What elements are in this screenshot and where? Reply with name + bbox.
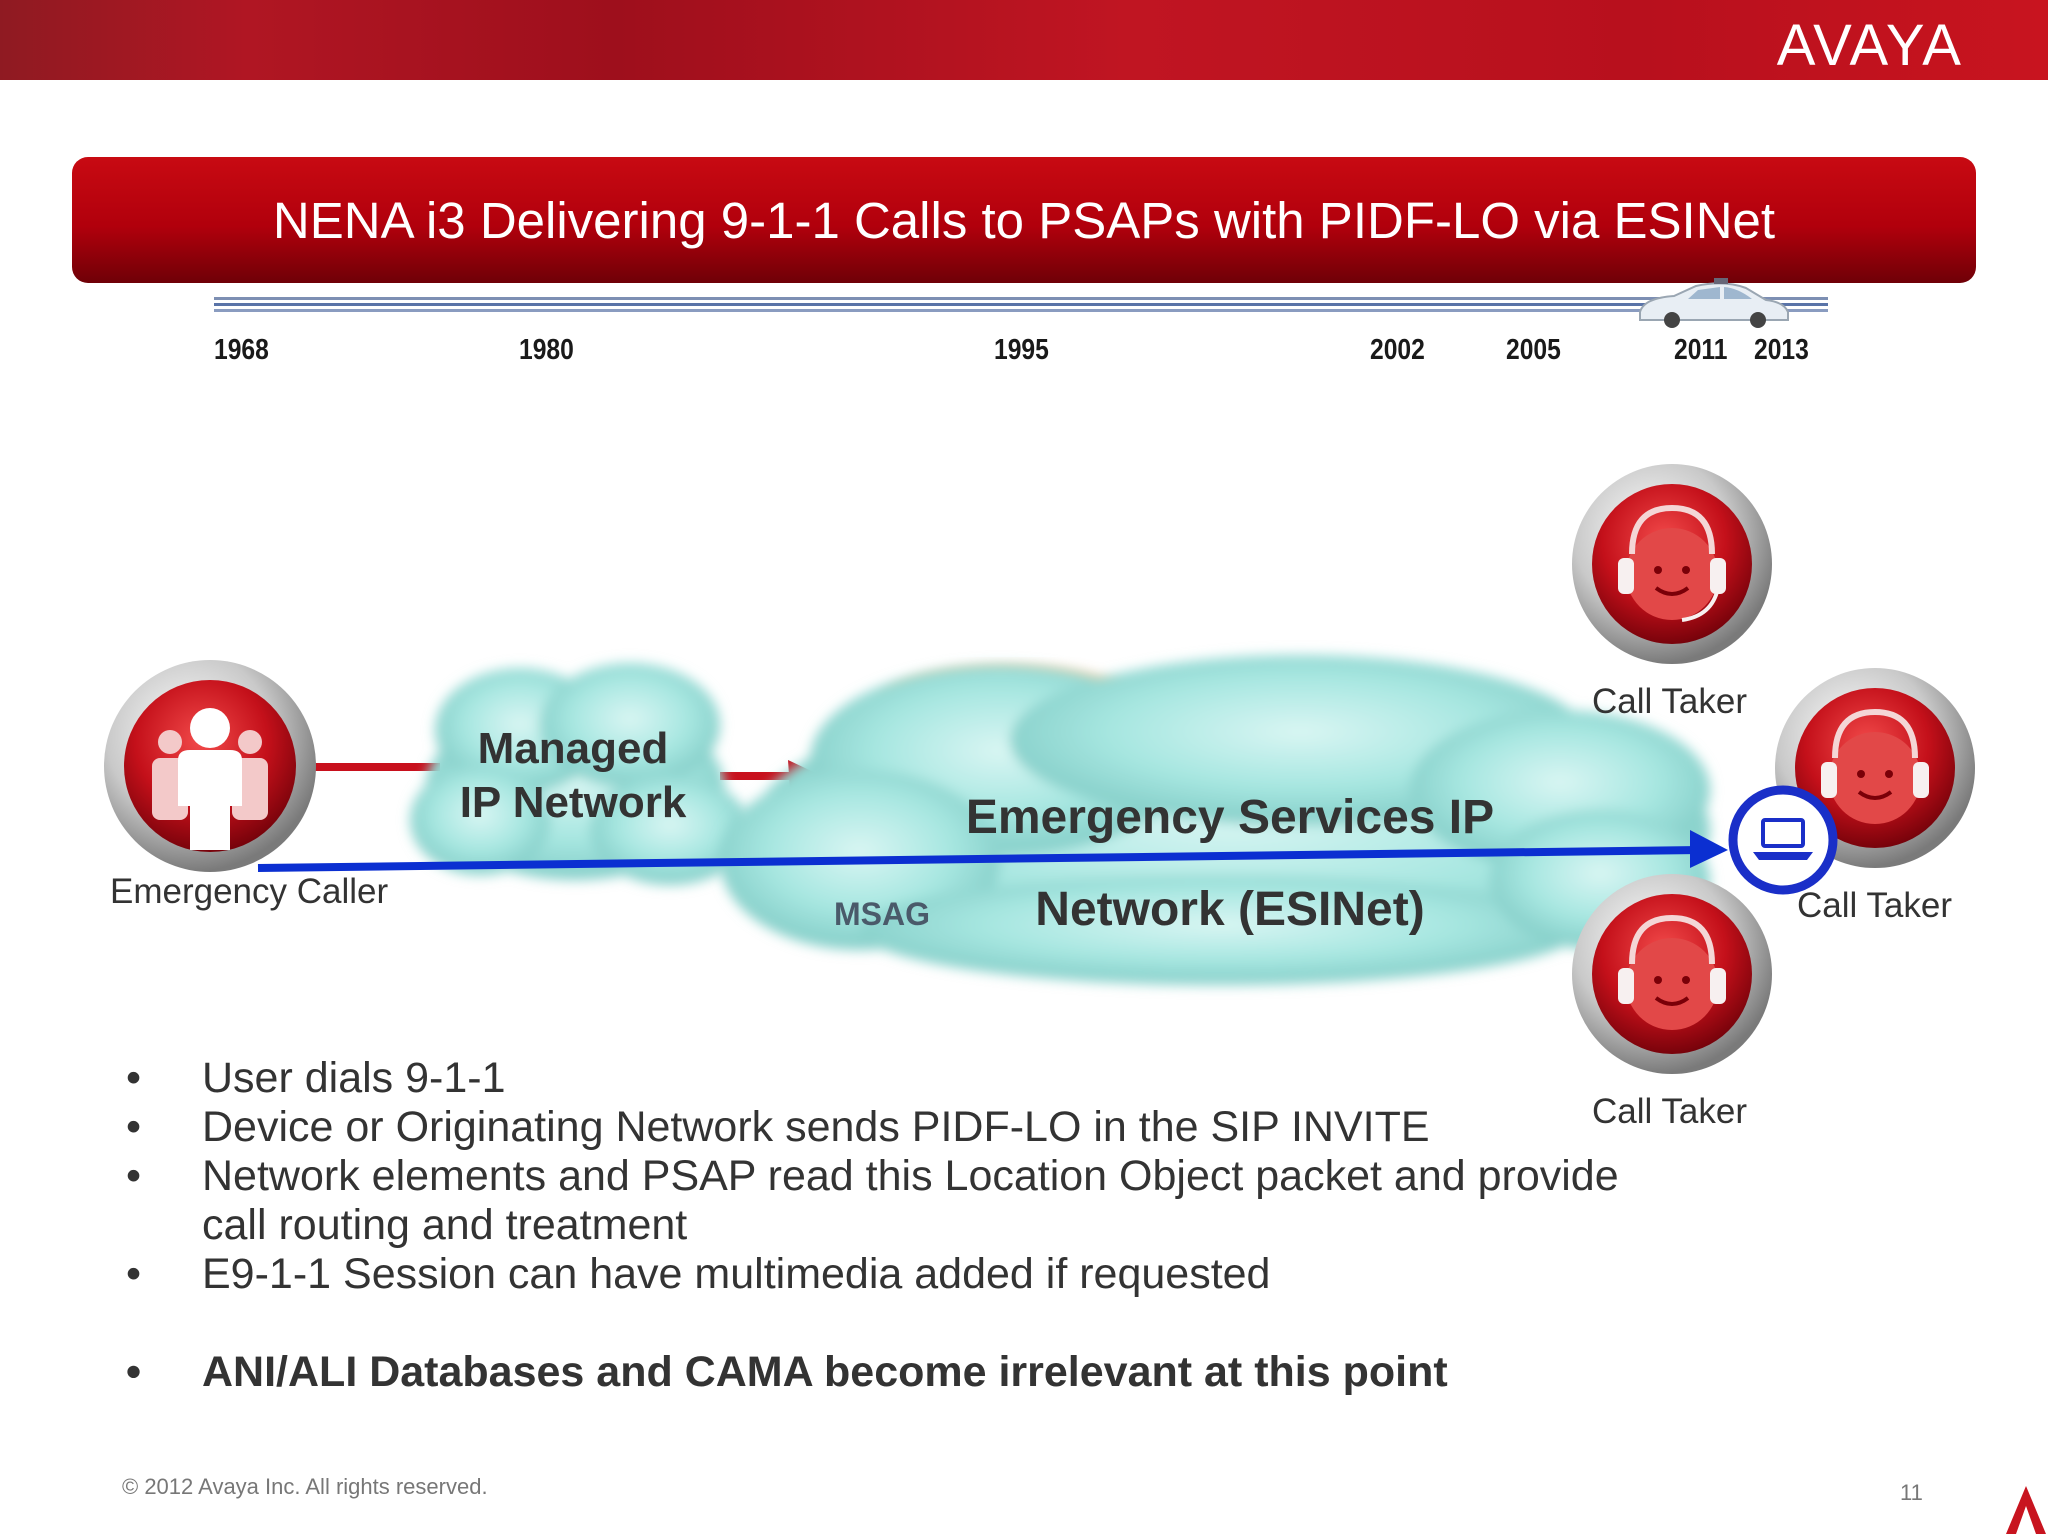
managed-ip-network-cloud xyxy=(410,663,750,885)
call-taker-icon xyxy=(1572,874,1772,1074)
title-banner: NENA i3 Delivering 9-1-1 Calls to PSAPs … xyxy=(72,157,1976,283)
laptop-icon xyxy=(1728,785,1838,895)
header-bar: AVAYA xyxy=(0,0,2048,80)
esinet-line-1: Emergency Services IP xyxy=(965,791,1495,844)
bullet-item: Network elements and PSAP read this Loca… xyxy=(122,1152,1622,1250)
emergency-caller-icon xyxy=(104,660,316,872)
call-taker-icon xyxy=(1572,464,1772,664)
slide-title: NENA i3 Delivering 9-1-1 Calls to PSAPs … xyxy=(272,191,1776,249)
car-icon xyxy=(1639,278,1789,328)
esinet-label: Emergency Services IP Network (ESINet) xyxy=(900,772,1560,956)
copyright-notice: © 2012 Avaya Inc. All rights reserved. xyxy=(122,1474,488,1499)
bullet-item: Device or Originating Network sends PIDF… xyxy=(122,1103,1622,1152)
bullet-item-emphasis: ANI/ALI Databases and CAMA become irrele… xyxy=(122,1348,1622,1397)
managed-ip-network-label: Managed IP Network xyxy=(438,722,708,830)
timeline-year: 1995 xyxy=(994,334,1049,366)
timeline-year: 2005 xyxy=(1506,334,1561,366)
timeline-year: 1980 xyxy=(519,334,574,366)
managed-cloud-line-1: Managed xyxy=(477,724,669,773)
call-taker-label: Call Taker xyxy=(1592,682,1747,721)
bullet-list: User dials 9-1-1 Device or Originating N… xyxy=(122,1054,1622,1397)
avaya-logo: AVAYA xyxy=(1776,13,1963,78)
timeline-year: 2013 xyxy=(1754,334,1809,366)
timeline-year: 1968 xyxy=(214,334,269,366)
call-taker-label: Call Taker xyxy=(1797,886,1952,925)
esinet-line-2: Network (ESINet) xyxy=(1035,883,1425,936)
bullet-item: User dials 9-1-1 xyxy=(122,1054,1622,1103)
avaya-a-logo-icon xyxy=(2006,1486,2046,1534)
timeline-year: 2011 xyxy=(1674,334,1728,366)
managed-cloud-line-2: IP Network xyxy=(459,778,687,827)
msag-label: MSAG xyxy=(834,896,930,932)
blue-call-arrow xyxy=(257,830,1728,872)
timeline-year: 2002 xyxy=(1370,334,1425,366)
page-number: 11 xyxy=(1900,1480,1923,1505)
emergency-caller-label: Emergency Caller xyxy=(110,872,389,911)
bullet-item: E9-1-1 Session can have multimedia added… xyxy=(122,1250,1622,1299)
